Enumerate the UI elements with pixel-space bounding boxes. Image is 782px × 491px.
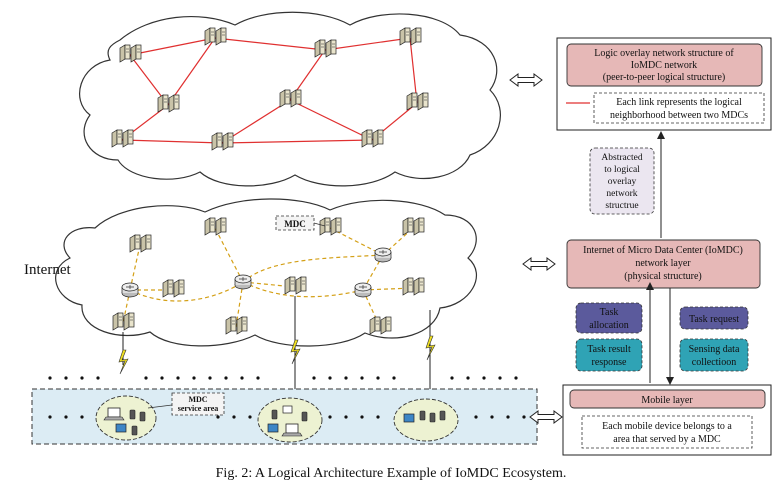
svg-text:service area: service area [178, 404, 219, 413]
svg-text:Task result: Task result [587, 344, 631, 355]
svg-text:(physical structure): (physical structure) [624, 271, 701, 282]
svg-text:network layer: network layer [635, 258, 691, 269]
svg-text:allocation: allocation [589, 320, 628, 331]
phone-icon [131, 425, 138, 436]
up-arrow-abstract [657, 131, 665, 238]
iomdc-layer-box: Internet of Micro Data Center (IoMDC) ne… [566, 239, 761, 289]
svg-text:Mobile layer: Mobile layer [641, 395, 693, 406]
task-allocation-box: Task allocation [575, 302, 643, 334]
router-icon [354, 282, 372, 298]
service-area-3 [393, 398, 459, 442]
tablet-icon [403, 413, 415, 423]
svg-text:MDC: MDC [188, 395, 207, 404]
svg-text:IoMDC network: IoMDC network [631, 60, 697, 71]
sensing-data-box: Sensing data collectioon [679, 338, 749, 372]
double-arrow-icon [522, 257, 556, 271]
svg-text:Task request: Task request [689, 314, 739, 325]
svg-text:Sensing data: Sensing data [689, 344, 740, 355]
phone-icon [129, 409, 136, 420]
layer-connectors [646, 282, 674, 385]
svg-text:collectioon: collectioon [692, 357, 736, 368]
phone-icon [301, 411, 308, 422]
double-arrow-icon [529, 410, 563, 424]
svg-text:MDC: MDC [284, 219, 306, 229]
wireless-links [118, 296, 436, 395]
internet-label: Internet [24, 262, 71, 278]
svg-text:neighborhood between two MDCs: neighborhood between two MDCs [610, 110, 748, 121]
svg-text:to logical: to logical [604, 165, 640, 175]
mdc-service-area-label: MDC service area [147, 392, 225, 416]
internet-cloud [55, 198, 478, 347]
svg-text:Each link represents the logic: Each link represents the logical [616, 97, 742, 108]
phone-icon [419, 410, 426, 421]
svg-text:Task: Task [600, 307, 619, 318]
figure-caption: Fig. 2: A Logical Architecture Example o… [215, 466, 567, 481]
service-area-1 [95, 395, 157, 441]
phone-icon [439, 410, 446, 421]
svg-text:Logic overlay network structur: Logic overlay network structure of [594, 48, 734, 59]
task-request-box: Task request [679, 306, 749, 330]
tablet-icon [267, 423, 279, 433]
tablet-icon [115, 423, 127, 433]
svg-text:area that served by a MDC: area that served by a MDC [613, 434, 721, 445]
router-icon [234, 274, 252, 290]
task-result-box: Task result response [575, 338, 643, 372]
svg-text:overlay: overlay [608, 177, 637, 187]
overlay-layer-panel: Logic overlay network structure of IoMDC… [556, 37, 772, 131]
abstracted-box: Abstracted to logical overlay network st… [589, 147, 655, 215]
svg-text:Each mobile device belongs to: Each mobile device belongs to a [602, 421, 732, 432]
svg-text:network: network [606, 189, 637, 199]
mdc-tag: MDC [275, 215, 326, 231]
phone-icon [139, 411, 146, 422]
laptop-icon [103, 407, 125, 421]
double-arrow-icon [509, 73, 543, 87]
tablet-icon [282, 405, 293, 414]
dot-rows [48, 376, 526, 419]
phone-icon [429, 412, 436, 423]
svg-text:Abstracted: Abstracted [601, 153, 642, 163]
phone-icon [271, 409, 278, 420]
svg-text:response: response [592, 357, 628, 368]
mobile-layer-panel: Mobile layer Each mobile device belongs … [562, 384, 772, 456]
service-area-2 [257, 397, 323, 443]
svg-text:structrue: structrue [605, 201, 638, 211]
laptop-icon [281, 423, 303, 437]
svg-text:Internet of Micro Data Cente: Internet of Micro Data Center (IoMDC) [583, 245, 743, 256]
router-icon [374, 247, 392, 263]
router-icon [121, 282, 139, 298]
svg-text:(peer-to-peer logical structur: (peer-to-peer logical structure) [603, 72, 726, 83]
